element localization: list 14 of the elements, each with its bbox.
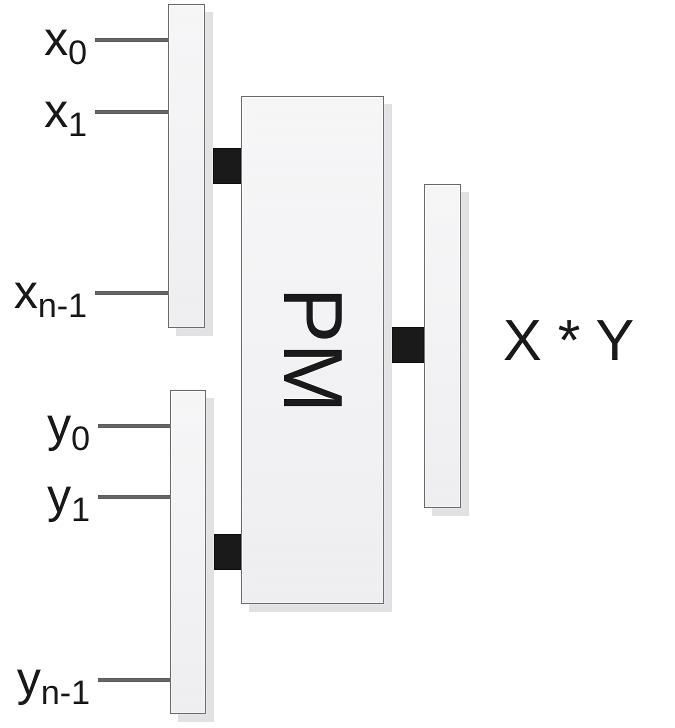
input-label: x$_{0}$ — [0, 10, 95, 70]
output-label: X * Y — [503, 312, 634, 370]
input-label: y$_{n-1}$ — [0, 650, 98, 710]
input-label: y$_{0}$ — [0, 396, 98, 456]
input-line — [95, 110, 168, 114]
block-label: PM — [270, 287, 354, 413]
input-line — [98, 678, 170, 682]
input-line — [95, 291, 168, 295]
input-label: y$_{1}$ — [0, 467, 98, 527]
input-line — [95, 38, 168, 42]
input-line — [98, 495, 170, 499]
input-line — [98, 424, 170, 428]
input-label: x$_{1}$ — [0, 82, 95, 142]
input-label: x$_{n-1}$ — [0, 263, 95, 323]
